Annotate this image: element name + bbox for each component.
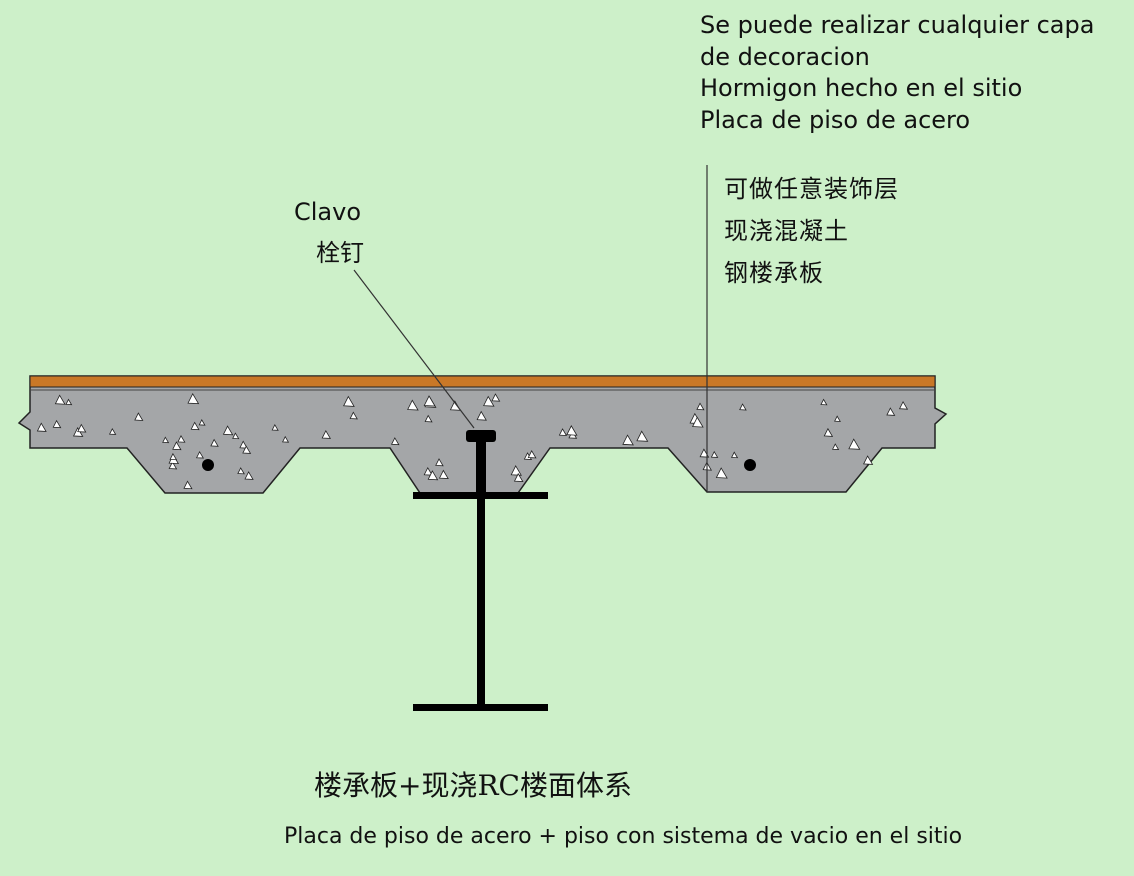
i-beam-web [477,495,485,707]
aggregate-speck [168,461,178,470]
aggregate-speck [407,399,419,411]
aggregate-speck [349,411,358,420]
aggregate-speck [187,392,200,405]
aggregate-speck [527,450,537,459]
layer-label-es-1: Se puede realizar cualquier capa [700,11,1095,39]
aggregate-speck [820,398,828,406]
aggregate-speck [172,441,182,451]
aggregate-speck [271,423,279,431]
aggregate-speck [177,435,186,443]
aggregate-speck [54,394,66,405]
caption-spanish: Placa de piso de acero + piso con sistem… [284,824,963,849]
aggregate-speck [36,422,47,432]
rebar-left [202,459,214,471]
layer-label-zh-3: 钢楼承板 [724,259,824,287]
aggregate-speck [491,393,501,402]
aggregate-speck [72,427,84,437]
layer-label-zh-1: 可做任意装饰层 [724,175,899,203]
aggregate-speck [510,465,522,476]
aggregate-speck [108,427,117,435]
layer-labels-chinese: 可做任意装饰层 现浇混凝土 钢楼承板 [724,168,899,294]
aggregate-speck [239,440,248,449]
aggregate-speck [435,458,444,467]
aggregate-speck [190,421,200,431]
aggregate-speck [237,467,245,475]
aggregate-speck [134,412,144,421]
layer-labels-spanish: Se puede realizar cualquier capa de deco… [700,10,1094,136]
aggregate-speck [183,480,193,490]
aggregate-speck [696,402,705,411]
aggregate-speck [832,443,840,451]
shear-stud-head [466,430,496,442]
layer-label-es-2: de decoracion [700,42,870,71]
aggregate-speck [636,430,649,442]
aggregate-speck [222,425,234,436]
stud-leader-line [353,269,475,429]
aggregate-speck [321,429,332,439]
i-beam-bottom-flange [413,704,548,711]
aggregate-speck [169,452,178,461]
aggregate-speck [198,419,206,426]
stud-label-chinese: 栓钉 [316,239,364,267]
aggregate-speck [566,425,578,436]
aggregate-speck [558,428,568,436]
aggregate-speck [196,450,205,459]
aggregate-speck [65,398,73,406]
aggregate-speck [52,419,62,429]
layer-label-es-3: Hormigon hecho en el sitio [700,74,1023,102]
aggregate-speck [731,451,739,459]
aggregate-speck [343,395,355,407]
aggregate-speck [162,436,170,444]
aggregate-speck [834,415,841,422]
shear-stud-shank [476,440,486,495]
layer-label-es-4: Placa de piso de acero [700,105,971,134]
aggregate-speck [424,414,433,423]
aggregate-speck [476,410,487,421]
aggregate-speck [863,455,874,465]
stud-label-spanish: Clavo [294,198,362,226]
aggregate-speck [390,437,400,446]
aggregate-speck [823,427,834,437]
aggregate-speck [898,400,909,410]
aggregate-speck [483,395,495,407]
aggregate-speck [438,469,449,480]
caption-chinese: 楼承板+现浇RC楼面体系 [314,769,632,802]
aggregate-speck [242,445,252,454]
aggregate-speck [710,450,719,458]
aggregate-speck [692,416,704,428]
aggregate-speck [848,438,861,450]
decoration-layer [29,375,936,388]
aggregate-speck [232,432,240,440]
aggregate-speck [886,407,896,416]
aggregate-speck [423,395,436,407]
aggregate-speck [513,472,524,483]
rebar-right [744,459,756,471]
aggregate-speck [244,471,254,480]
aggregate-speck [427,470,439,481]
aggregate-speck [77,423,87,433]
concrete-aggregate [36,392,909,490]
aggregate-speck [739,403,747,411]
aggregate-speck [210,438,219,447]
aggregate-speck [282,435,290,443]
aggregate-speck [423,466,433,476]
aggregate-speck [622,434,634,446]
aggregate-speck [715,467,728,479]
layer-label-zh-2: 现浇混凝土 [724,217,849,245]
